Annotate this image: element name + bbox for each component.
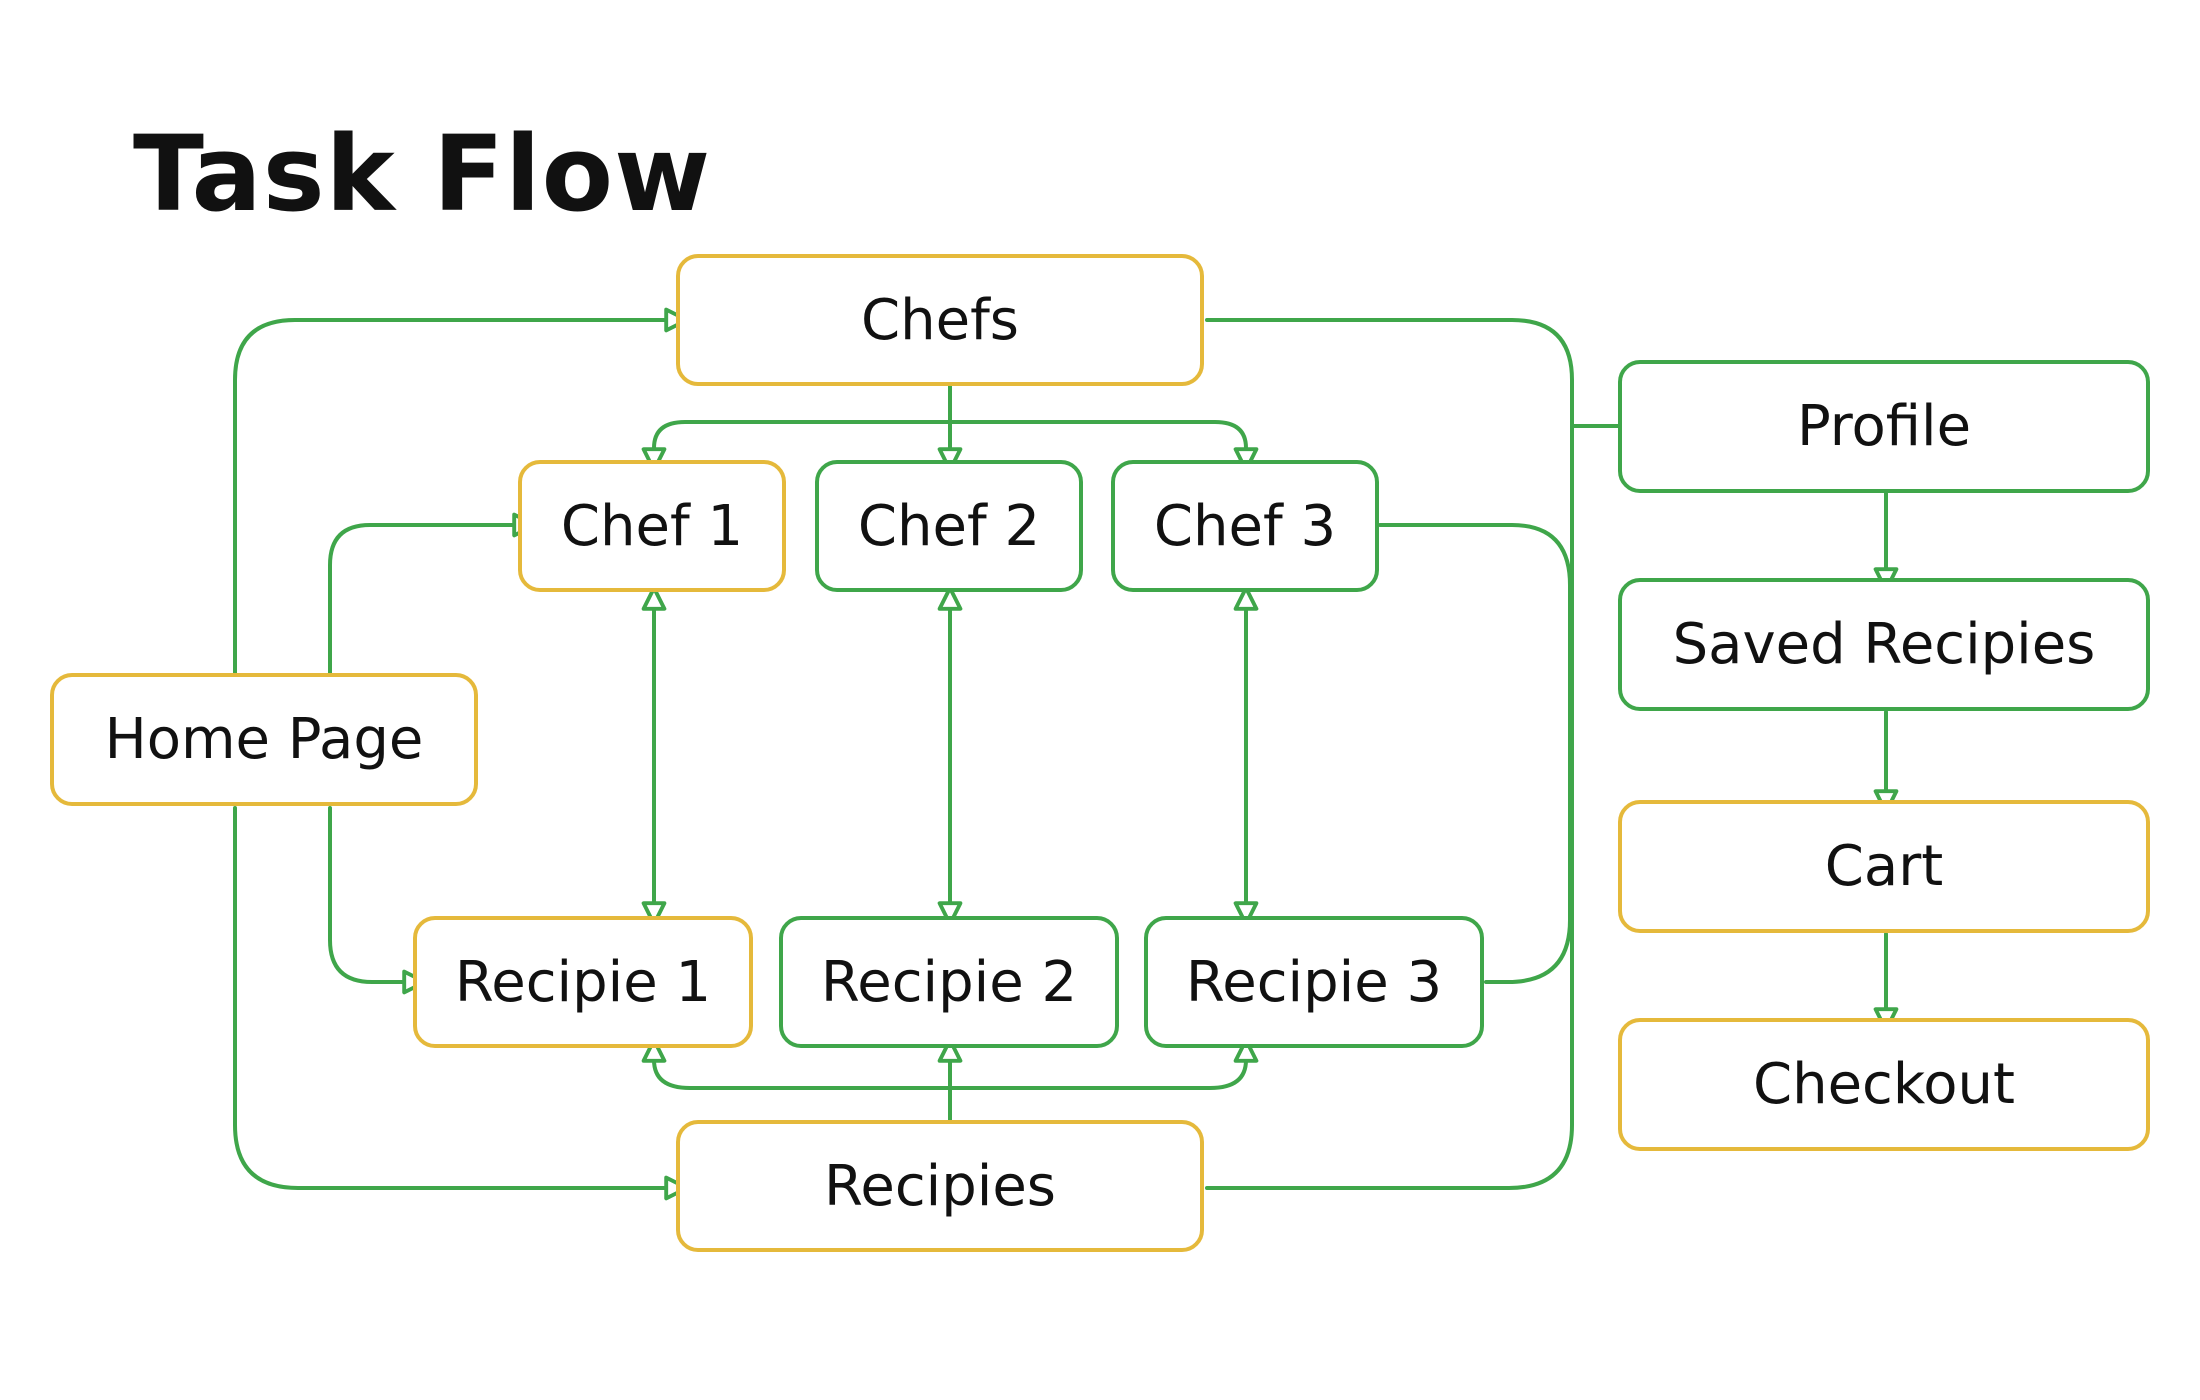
edge-chefs-to-chef-3 [948,420,1259,472]
edge-recipies-to-recipie-3 [948,1038,1259,1090]
edge-home-to-recipie-1 [328,806,427,995]
node-profile[interactable]: Profile [1618,360,2150,493]
page-title: Task Flow [133,113,712,235]
node-checkout[interactable]: Checkout [1618,1018,2150,1151]
node-label: Cart [1824,834,1944,899]
node-label: Chefs [861,287,1019,353]
edge-chefs-to-chef-1 [641,420,952,472]
node-chef-1[interactable]: Chef 1 [518,460,786,592]
node-home-page[interactable]: Home Page [50,673,478,806]
node-label: Chef 1 [560,493,744,559]
node-recipies[interactable]: Recipies [676,1120,1204,1252]
node-recipie-3[interactable]: Recipie 3 [1144,916,1484,1048]
node-label: Home Page [104,707,424,772]
node-label: Recipies [824,1153,1056,1219]
edge-home-to-chef-1 [328,512,537,677]
node-recipie-2[interactable]: Recipie 2 [779,916,1119,1048]
node-chef-2[interactable]: Chef 2 [815,460,1083,592]
node-label: Checkout [1753,1052,2015,1117]
node-label: Chef 2 [857,493,1041,559]
node-label: Recipie 3 [1185,949,1443,1015]
edge-chef-3-to-bus [1378,523,1572,984]
node-label: Recipie 1 [454,949,712,1015]
node-label: Profile [1796,394,1972,459]
edge-recipies-to-recipie-1 [641,1038,952,1090]
node-chef-3[interactable]: Chef 3 [1111,460,1379,592]
edge-home-to-recipies [233,806,689,1201]
node-label: Saved Recipies [1672,612,2096,677]
edge-chefs-to-bus [1205,318,1574,1190]
node-saved-recipies[interactable]: Saved Recipies [1618,578,2150,711]
node-label: Chef 3 [1153,493,1337,559]
edge-home-to-chefs [233,307,689,677]
node-chefs[interactable]: Chefs [676,254,1204,386]
node-recipie-1[interactable]: Recipie 1 [413,916,753,1048]
node-cart[interactable]: Cart [1618,800,2150,933]
node-label: Recipie 2 [820,949,1078,1015]
